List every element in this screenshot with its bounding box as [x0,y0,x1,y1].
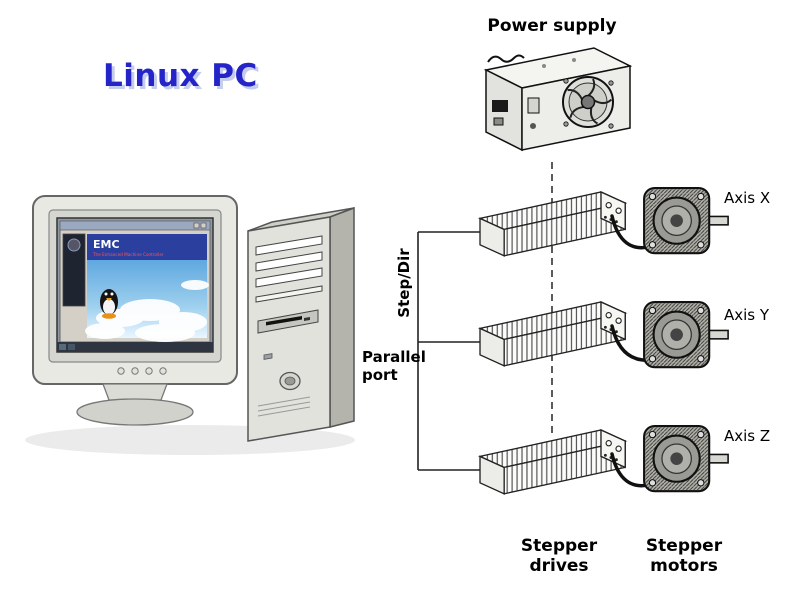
power-supply-unit [483,47,633,152]
psu-indicator [530,123,536,129]
screen-emc-title: EMC [93,238,120,251]
tower-drive-bay [255,251,323,272]
stepper-drive-axis-x [477,190,628,257]
tower-vents [257,396,311,417]
psu-label-plate [527,97,540,114]
axis-z-label: Axis Z [724,427,771,445]
screen-dial [67,238,81,252]
monitor-stand-neck [102,383,168,401]
power-supply-label: Power supply [487,16,617,36]
motor-shaft [708,329,729,340]
stepper-motor-axis-y [643,301,729,369]
tux-penguin [100,289,118,319]
psu-screw [572,58,576,62]
drive-led [605,202,612,209]
psu-fan-hub [580,94,596,110]
step-dir-label: Step/Dir [395,248,413,318]
motor-hub [670,452,683,465]
drive-led [615,445,622,452]
stepper-motor-axis-z [643,425,729,493]
pc-tower [247,206,355,442]
screen-clouds [85,280,209,342]
motor-hub [670,214,683,227]
stepper-drive-axis-z [477,428,628,495]
motor-shaft [708,215,729,226]
screen-emc-subtitle: The Enhanced Machine Controller [92,252,164,257]
stepper-motors-label: Stepper motors [645,536,723,577]
psu-cables [487,54,525,63]
drive-led [615,207,622,214]
drive-end-panel [600,190,626,231]
tower-reset-button [263,353,273,360]
drive-end-panel [600,300,626,341]
drive-end-panel [600,428,626,469]
tower-side-face [329,206,355,428]
drive-led [605,312,612,319]
monitor-stand-base [76,398,194,426]
tower-drive-bay [255,267,323,288]
motor-shaft [708,453,729,464]
drive-led [615,317,622,324]
monitor-buttons [117,367,167,375]
psu-screw [542,64,546,68]
motor-hub [670,328,683,341]
psu-ac-socket [492,100,508,112]
stepper-motor-axis-x [643,187,729,255]
screen-taskbar [57,342,213,352]
floppy-slot [266,316,302,326]
floppy-eject-button [304,317,310,321]
psu-power-switch [493,117,504,126]
screen-emc-panel [87,234,207,260]
crt-monitor: EMC The Enhanced Machine Controller [32,195,238,426]
linux-pc-title: Linux PC [103,58,258,94]
tower-drive-bay [255,235,323,256]
parallel-port-bus-lines [417,231,490,471]
drive-led [605,440,612,447]
parallel-port-label: Parallel port [362,348,426,384]
stepper-drive-axis-y [477,300,628,367]
stepper-drives-label: Stepper drives [520,536,598,577]
screen-side-panel [62,233,86,307]
screen-window-titlebar [59,220,211,231]
psu-fan [562,76,614,129]
axis-x-label: Axis X [724,189,771,207]
tower-drive-bay [255,285,323,303]
axis-y-label: Axis Y [724,306,770,324]
